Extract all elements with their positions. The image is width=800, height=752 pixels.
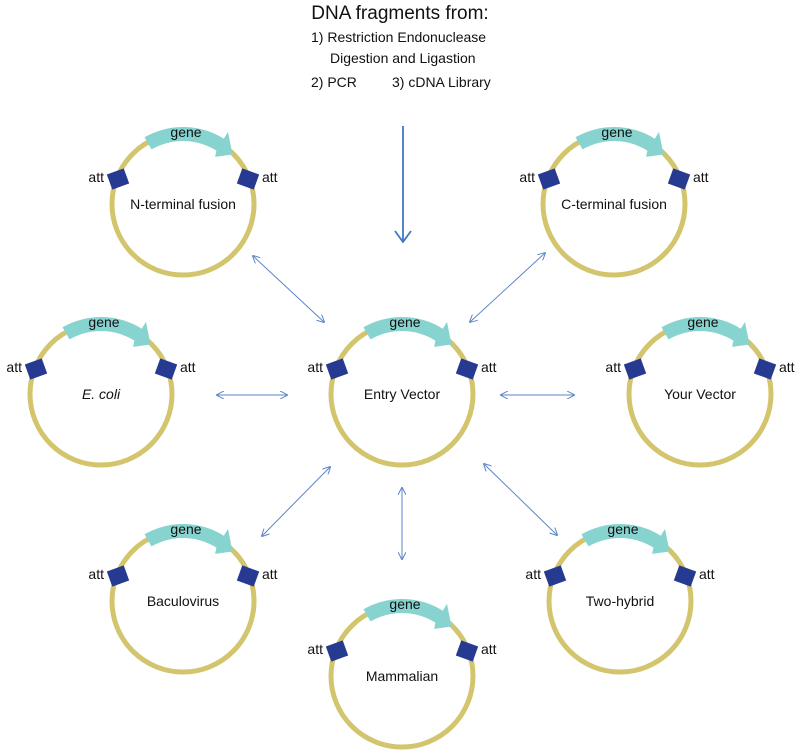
- connection-arrows: [217, 126, 574, 559]
- att-label: att: [307, 641, 323, 657]
- att-site: [236, 168, 260, 190]
- att-site: [325, 640, 349, 662]
- att-label: att: [262, 566, 278, 582]
- att-label: att: [525, 566, 541, 582]
- gene-label: gene: [607, 521, 638, 537]
- att-label: att: [779, 359, 795, 375]
- att-site: [537, 168, 561, 190]
- att-label: att: [88, 566, 104, 582]
- plasmid-e-coli: gene att att E. coli: [6, 314, 196, 468]
- plasmid-label: C-terminal fusion: [561, 196, 667, 212]
- att-site: [673, 565, 697, 587]
- gene-arrow: [363, 316, 452, 347]
- att-label: att: [605, 359, 621, 375]
- plasmid-label: E. coli: [82, 386, 121, 402]
- arrow-entry-n-terminal: [253, 256, 324, 322]
- att-site: [154, 358, 178, 380]
- arrow-entry-two-hybrid: [484, 464, 557, 535]
- arrow-entry-baculovirus: [262, 467, 330, 536]
- plasmid-label: Your Vector: [664, 386, 736, 402]
- att-site: [236, 565, 260, 587]
- header-line-2: Digestion and Ligastion: [330, 50, 476, 66]
- plasmid-label: Two-hybrid: [586, 593, 654, 609]
- att-label: att: [6, 359, 22, 375]
- att-site: [753, 358, 777, 380]
- att-label: att: [262, 169, 278, 185]
- gene-label: gene: [687, 314, 718, 330]
- gene-arrow: [575, 126, 664, 157]
- header-line-1: 1) Restriction Endonuclease: [311, 29, 487, 45]
- plasmid-label: Mammalian: [366, 668, 438, 684]
- header-option-pcr: 2) PCR: [311, 74, 357, 90]
- att-label: att: [481, 359, 497, 375]
- gene-arrow: [581, 523, 670, 554]
- gene-label: gene: [601, 124, 632, 140]
- att-site: [455, 358, 479, 380]
- header-option-cdna: 3) cDNA Library: [392, 74, 491, 90]
- att-site: [543, 565, 567, 587]
- att-site: [325, 358, 349, 380]
- att-site: [623, 358, 647, 380]
- att-label: att: [519, 169, 535, 185]
- gene-label: gene: [88, 314, 119, 330]
- header-title: DNA fragments from:: [311, 3, 489, 24]
- gene-label: gene: [170, 521, 201, 537]
- att-label: att: [88, 169, 104, 185]
- gene-arrow: [661, 316, 750, 347]
- att-label: att: [699, 566, 715, 582]
- att-label: att: [693, 169, 709, 185]
- gene-arrow: [144, 523, 233, 554]
- gene-label: gene: [389, 596, 420, 612]
- att-site: [106, 565, 130, 587]
- att-site: [24, 358, 48, 380]
- att-site: [667, 168, 691, 190]
- gene-arrow: [363, 598, 452, 629]
- att-site: [106, 168, 130, 190]
- arrow-entry-c-terminal: [470, 253, 545, 322]
- gene-label: gene: [170, 124, 201, 140]
- att-site: [455, 640, 479, 662]
- att-label: att: [180, 359, 196, 375]
- gene-arrow: [62, 316, 151, 347]
- gene-label: gene: [389, 314, 420, 330]
- plasmid-label: Baculovirus: [147, 593, 219, 609]
- att-label: att: [481, 641, 497, 657]
- plasmid-label: Entry Vector: [364, 386, 441, 402]
- plasmid-label: N-terminal fusion: [130, 196, 236, 212]
- gene-arrow: [144, 126, 233, 157]
- att-label: att: [307, 359, 323, 375]
